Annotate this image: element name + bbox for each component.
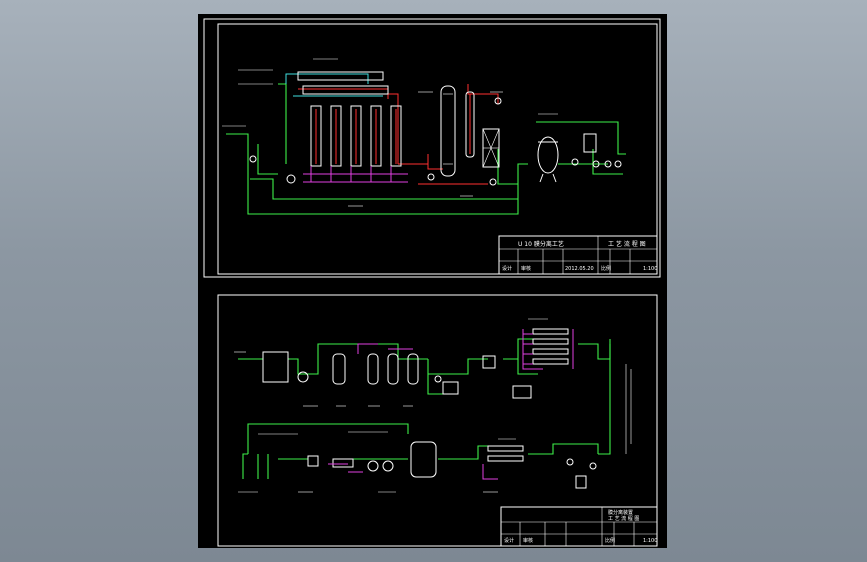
title-bottom-sub: 工 艺 流 程 图 bbox=[608, 515, 639, 522]
sheet-top-inner-frame bbox=[217, 23, 658, 275]
title-bottom-check: 审核 bbox=[523, 537, 533, 544]
top-red-pipes bbox=[298, 84, 499, 185]
title-top-date: 2012.05.20 bbox=[565, 266, 594, 272]
bottom-label-stubs bbox=[234, 318, 548, 493]
top-label-stubs bbox=[222, 58, 558, 207]
sheet-bottom: 膜分离装置 工 艺 流 程 图 设计 审核 比例 1:100 bbox=[217, 294, 658, 547]
membrane-columns bbox=[297, 71, 402, 167]
title-top-code: 1:100 bbox=[643, 266, 657, 272]
title-bottom-code: 1:100 bbox=[643, 538, 657, 544]
bottom-row2-equipment bbox=[307, 441, 597, 489]
title-bottom-design: 设计 bbox=[504, 537, 514, 544]
bottom-row1-equipment bbox=[262, 351, 532, 399]
membrane-stack-right bbox=[522, 328, 574, 370]
drawing-canvas: U 10 膜分离工艺 工 艺 流 程 图 设计 审核 2012.05.20 比例… bbox=[203, 18, 661, 547]
tall-column bbox=[440, 85, 475, 177]
title-top-check: 审核 bbox=[521, 265, 531, 272]
title-block-bottom: 膜分离装置 工 艺 流 程 图 设计 审核 比例 1:100 bbox=[500, 506, 658, 547]
title-top-scale: 比例 bbox=[601, 265, 611, 272]
product-tank bbox=[537, 136, 559, 183]
top-cyan-pipes bbox=[285, 73, 383, 97]
bottom-row2-pipes bbox=[242, 423, 599, 479]
top-green-pipes bbox=[226, 83, 626, 215]
title-top-sub: 工 艺 流 程 图 bbox=[608, 240, 646, 248]
packed-column bbox=[482, 128, 500, 168]
sheet-top-outer-frame bbox=[203, 18, 661, 278]
title-bottom-scale: 比例 bbox=[605, 537, 615, 544]
bottom-row1-pipes bbox=[238, 338, 611, 455]
right-equipment bbox=[571, 133, 622, 168]
pumps bbox=[249, 97, 502, 186]
title-top-design: 设计 bbox=[502, 265, 512, 272]
cad-viewport[interactable]: U 10 膜分离工艺 工 艺 流 程 图 设计 审核 2012.05.20 比例… bbox=[198, 14, 667, 548]
right-annotation-column bbox=[625, 364, 632, 454]
sheet-top: U 10 膜分离工艺 工 艺 流 程 图 设计 审核 2012.05.20 比例… bbox=[203, 18, 661, 278]
title-block-top: U 10 膜分离工艺 工 艺 流 程 图 设计 审核 2012.05.20 比例… bbox=[498, 235, 658, 275]
bottom-magenta-row1 bbox=[357, 343, 413, 354]
bottom-magenta-row2 bbox=[328, 463, 498, 480]
title-bottom-main: 膜分离装置 bbox=[608, 509, 633, 516]
sheet-bottom-frame bbox=[217, 294, 658, 547]
title-top-main: U 10 膜分离工艺 bbox=[518, 240, 564, 248]
top-magenta-headers bbox=[303, 166, 408, 183]
